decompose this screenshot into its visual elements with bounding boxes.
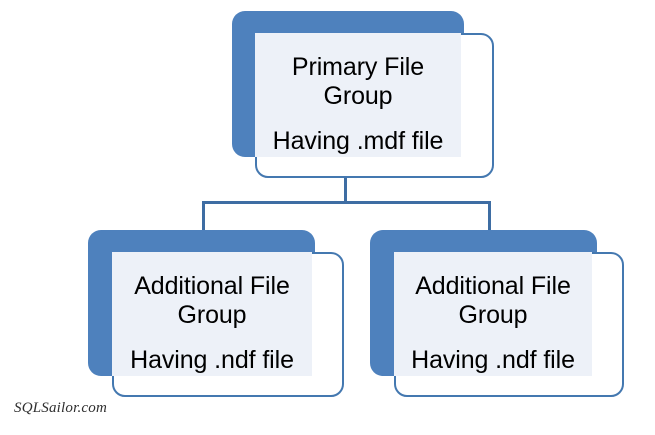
node-additional-file-group-right[interactable]: Additional File Group Having .ndf file xyxy=(370,230,624,397)
node-title: Primary File Group xyxy=(291,53,425,110)
node-fill-panel xyxy=(394,252,592,376)
connector-horizontal-bar xyxy=(202,201,491,204)
node-text-block: Primary File Group Having .mdf file xyxy=(255,33,461,178)
node-text-block: Additional File Group Having .ndf file xyxy=(394,252,592,397)
node-fill-panel xyxy=(112,252,312,376)
node-subtitle: Having .mdf file xyxy=(272,127,444,155)
node-text-block: Additional File Group Having .ndf file xyxy=(112,252,312,397)
connector-drop-left xyxy=(202,201,205,231)
node-additional-file-group-left[interactable]: Additional File Group Having .ndf file xyxy=(88,230,344,397)
node-subtitle: Having .ndf file xyxy=(130,346,294,374)
node-subtitle: Having .ndf file xyxy=(411,346,575,374)
node-title: Additional File Group xyxy=(415,272,571,329)
connector-stem-primary xyxy=(344,176,347,203)
node-primary-file-group[interactable]: Primary File Group Having .mdf file xyxy=(232,11,494,178)
node-title: Additional File Group xyxy=(134,272,290,329)
watermark-text: SQLSailor.com xyxy=(14,400,108,416)
connector-drop-right xyxy=(488,201,491,231)
node-fill-panel xyxy=(255,33,461,157)
